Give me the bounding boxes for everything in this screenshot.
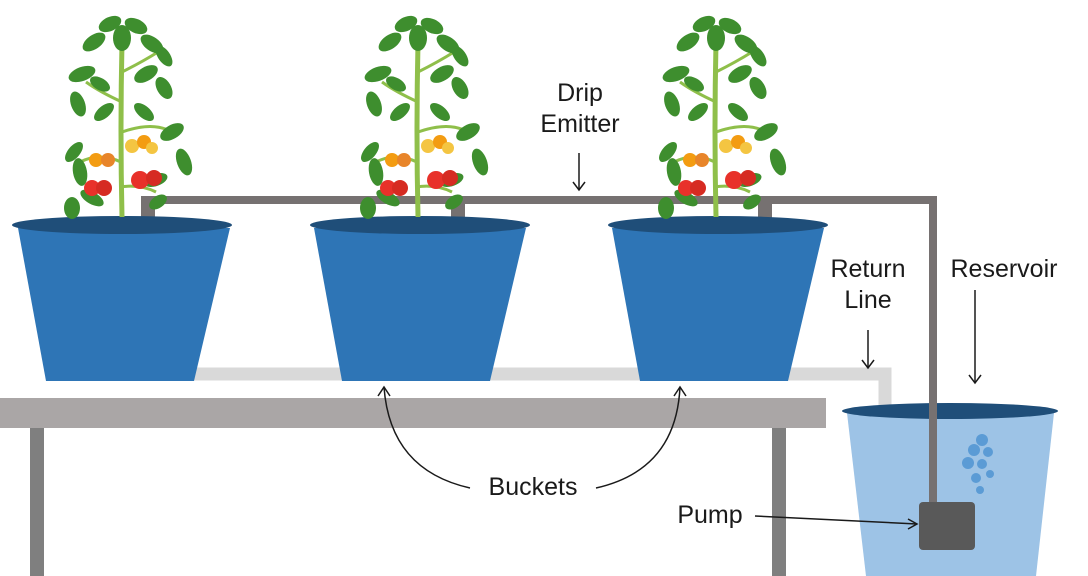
table-leg-right	[772, 425, 786, 576]
drip-emitter-label-line1: Drip	[557, 79, 603, 107]
drip-emitter-label: Drip Emitter	[520, 78, 640, 140]
pump-label: Pump	[677, 501, 743, 529]
reservoir	[842, 403, 1058, 576]
tomato-plant-icon	[656, 13, 790, 219]
pump-icon	[919, 502, 975, 550]
return-line-label-line2: Line	[844, 286, 892, 314]
return-line-label: Return Line	[808, 254, 928, 316]
bucket-icon	[12, 216, 232, 381]
reservoir-water	[847, 413, 1054, 576]
bucket-icon	[310, 216, 530, 381]
bucket-icon	[608, 216, 828, 381]
buckets-label: Buckets	[488, 473, 578, 501]
return-line-label-line1: Return	[830, 255, 906, 283]
air-bubbles-icon	[962, 434, 994, 494]
tomato-plant-icon	[62, 13, 196, 219]
drip-emitter-label-line2: Emitter	[540, 110, 620, 138]
pointer-arrows	[377, 153, 982, 530]
tomato-plant-icon	[358, 13, 492, 219]
reservoir-rim	[842, 403, 1058, 419]
table-leg-left	[30, 425, 44, 576]
reservoir-label: Reservoir	[950, 255, 1058, 283]
table	[0, 398, 826, 576]
table-top	[0, 398, 826, 428]
